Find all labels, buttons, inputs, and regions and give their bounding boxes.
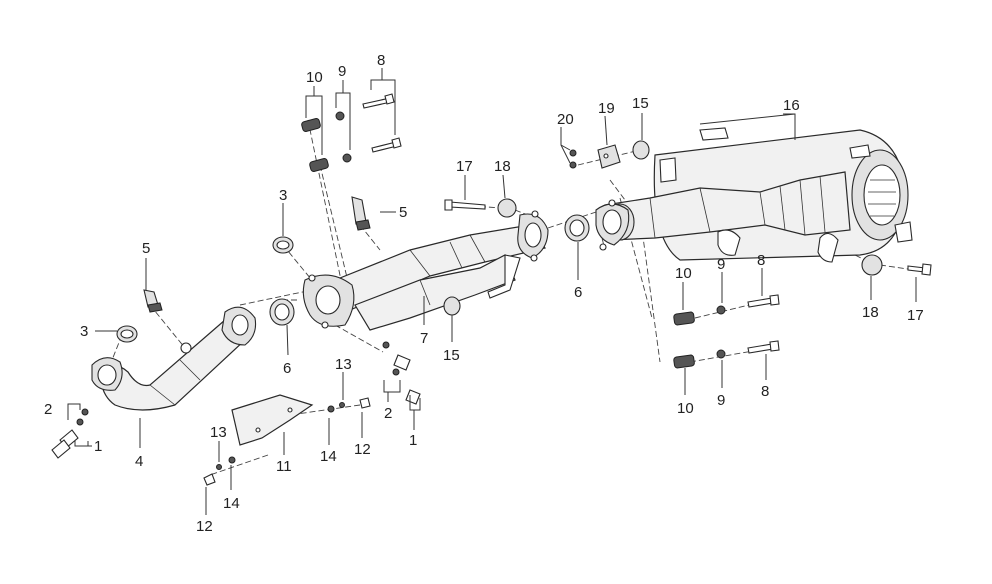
callout-18-top: 18 (494, 158, 511, 175)
callout-13-a: 13 (335, 356, 352, 373)
callout-5-left: 5 (142, 240, 150, 257)
callout-11: 11 (276, 458, 292, 475)
callout-10-r2: 10 (677, 400, 694, 417)
callout-2-mid: 2 (384, 405, 392, 422)
leader-lines (67, 68, 917, 515)
callout-8-r1: 8 (757, 252, 765, 269)
callout-8-top: 8 (377, 52, 385, 69)
callout-6-right: 6 (574, 284, 582, 301)
callout-14-a: 14 (320, 448, 337, 465)
oxygen-sensors (143, 196, 371, 313)
callout-15-top: 15 (632, 95, 649, 112)
callout-4: 4 (135, 453, 143, 470)
callout-10-r1: 10 (675, 265, 692, 282)
callout-12-b: 12 (196, 518, 213, 535)
flange-right (595, 199, 630, 251)
callout-9-r2: 9 (717, 392, 725, 409)
callout-2-left: 2 (44, 401, 52, 418)
callout-8-r2: 8 (761, 383, 769, 400)
callout-12-a: 12 (354, 441, 371, 458)
spring-bolt-sets (301, 93, 780, 369)
callout-7: 7 (420, 330, 428, 347)
callout-5-mid: 5 (399, 204, 407, 221)
callout-18-right: 18 (862, 304, 879, 321)
mid-pipe-7 (329, 210, 549, 331)
callout-13-b: 13 (210, 424, 227, 441)
flange-mid (302, 274, 355, 329)
callout-20: 20 (557, 111, 574, 128)
callout-3-mid: 3 (279, 187, 287, 204)
callout-9-r1: 9 (717, 256, 725, 273)
callout-labels: 10 9 8 3 5 5 3 6 7 15 2 1 4 13 2 1 12 14… (44, 52, 924, 535)
callout-17-top: 17 (456, 158, 473, 175)
callout-19: 19 (598, 100, 615, 117)
callout-1-left: 1 (94, 438, 102, 455)
callout-3-left: 3 (80, 323, 88, 340)
callout-17-right: 17 (907, 307, 924, 324)
callout-15-mid: 15 (443, 347, 460, 364)
callout-6-left: 6 (283, 360, 291, 377)
callout-16: 16 (783, 97, 800, 114)
front-pipe-4 (91, 306, 257, 411)
callout-1-mid: 1 (409, 432, 417, 449)
small-hardware (51, 341, 421, 486)
mounts-and-brackets (443, 140, 932, 316)
heat-shield-11 (231, 394, 314, 446)
callout-10-top: 10 (306, 69, 323, 86)
callout-14-b: 14 (223, 495, 240, 512)
gaskets (116, 214, 590, 343)
callout-9-top: 9 (338, 63, 346, 80)
